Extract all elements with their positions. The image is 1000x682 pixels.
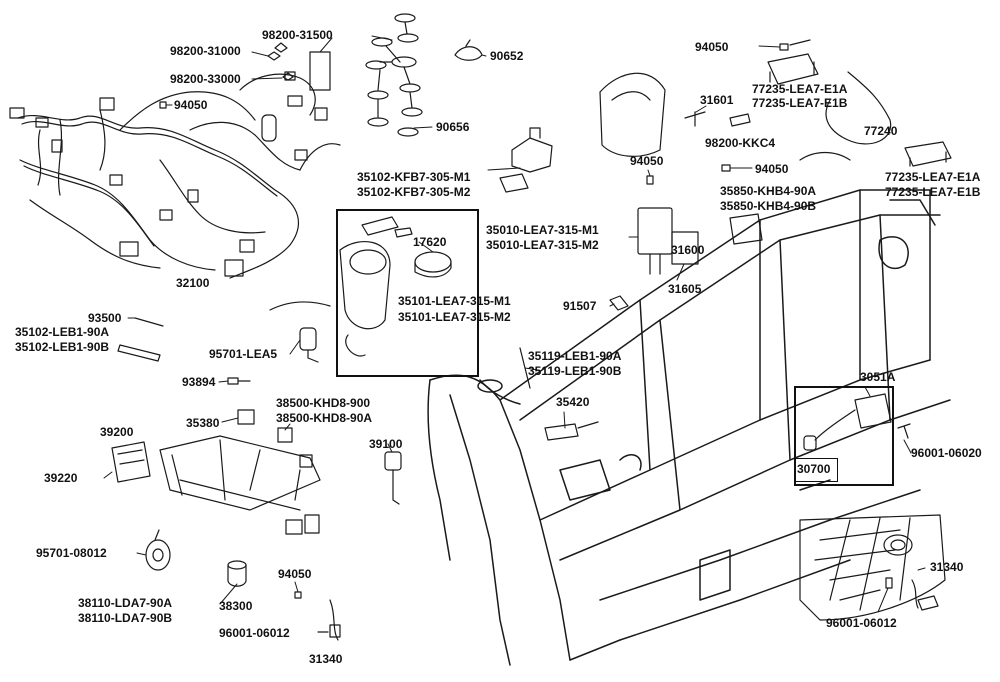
switch-35102-leb1 [117, 344, 161, 362]
label-91507: 91507 [563, 299, 597, 313]
label-35420: 35420 [556, 395, 590, 409]
label-94050-right: 94050 [755, 162, 789, 176]
label-31340-lower: 31340 [309, 652, 343, 666]
bolt-94050-mid [646, 175, 654, 185]
label-35850-khb4-90b: 35850-KHB4-90B [720, 199, 817, 213]
cap-30700-box [794, 458, 838, 482]
label-95701-08012: 95701-08012 [36, 546, 107, 560]
label-38500-khd8-900: 38500-KHD8-900 [276, 396, 371, 410]
label-38500-khd8-90a: 38500-KHD8-90A [276, 411, 373, 425]
sensor-95701-lea5 [269, 301, 331, 363]
fuse-31601 [684, 111, 706, 127]
label-90656: 90656 [436, 120, 470, 134]
bolt-94050-top [779, 43, 789, 51]
label-90652: 90652 [490, 49, 524, 63]
bracket-assembly [159, 409, 321, 535]
bracket-77235-top [767, 39, 819, 85]
label-39200: 39200 [100, 425, 134, 439]
label-31340-inset: 31340 [930, 560, 964, 574]
label-35102-kfb7-305-m1: 35102-KFB7-305-M1 [357, 170, 471, 184]
wire-harness-32100 [9, 51, 341, 279]
clamp-90652 [454, 46, 483, 61]
label-98200-33000: 98200-33000 [170, 72, 241, 86]
label-35101-lea7-315-m1: 35101-LEA7-315-M1 [398, 294, 511, 308]
module-39200 [111, 441, 151, 483]
clip-98200-31500 [274, 42, 288, 53]
label-35102-kfb7-305-m2: 35102-KFB7-305-M2 [357, 185, 471, 199]
bolt-93894 [227, 377, 251, 385]
bolt-94050-right [721, 164, 731, 172]
ignition-switch-set [339, 216, 452, 357]
label-98200-31500: 98200-31500 [262, 28, 333, 42]
label-35850-khb4-90a: 35850-KHB4-90A [720, 184, 817, 198]
label-96001-06012-lower: 96001-06012 [219, 626, 290, 640]
pin-93500 [134, 317, 164, 327]
coil-set-box [794, 386, 894, 486]
relay-35850 [729, 213, 763, 245]
battery-cover [599, 72, 666, 157]
inset-crankcase [799, 514, 946, 621]
scooter-frame [427, 189, 951, 666]
label-35101-lea7-315-m2: 35101-LEA7-315-M2 [398, 310, 511, 324]
part-38300 [227, 560, 247, 587]
label-35119-leb1-90b: 35119-LEB1-90B [528, 364, 622, 378]
label-35102-leb1-90a: 35102-LEB1-90A [15, 325, 110, 339]
label-3051a: 3051A [860, 370, 896, 384]
bracket-77235-right [904, 141, 952, 167]
cable-ties-90656 [365, 13, 423, 137]
label-39100: 39100 [369, 437, 403, 451]
label-98200-31000: 98200-31000 [170, 44, 241, 58]
label-38110-lda7-90b: 38110-LDA7-90B [78, 611, 173, 625]
label-77235-lea7-e1b-right: 77235-LEA7-E1B [885, 185, 981, 199]
label-77235-lea7-e1a-top: 77235-LEA7-E1A [752, 82, 848, 96]
label-38110-lda7-90a: 38110-LDA7-90A [78, 596, 173, 610]
label-35102-leb1-90b: 35102-LEB1-90B [15, 340, 110, 354]
bolt-96001-06020 [897, 423, 911, 439]
sensor-31340-lower [329, 599, 341, 641]
label-94050-top: 94050 [695, 40, 729, 54]
clip-98200-kkc4 [729, 113, 751, 127]
label-31605: 31605 [668, 282, 702, 296]
label-17620: 17620 [413, 235, 447, 249]
clip-91507 [609, 295, 629, 311]
label-35380: 35380 [186, 416, 220, 430]
label-94050-left: 94050 [174, 98, 208, 112]
horn-38110 [145, 529, 171, 571]
label-31600: 31600 [671, 243, 705, 257]
label-95701-lea5: 95701-LEA5 [209, 347, 278, 361]
label-35010-lea7-315-m1: 35010-LEA7-315-M1 [486, 223, 599, 237]
label-38300: 38300 [219, 599, 253, 613]
bolt-94050-left [159, 101, 167, 109]
label-94050-mid: 94050 [630, 154, 664, 168]
connector-35420 [544, 421, 599, 441]
label-77240: 77240 [864, 124, 898, 138]
bolt-94050-lower [294, 591, 302, 599]
clip-98200-33000 [282, 72, 294, 81]
label-77235-lea7-e1a-right: 77235-LEA7-E1A [885, 170, 981, 184]
label-77235-lea7-e1b-top: 77235-LEA7-E1B [752, 96, 848, 110]
part-39100 [384, 451, 402, 505]
label-94050-lower: 94050 [278, 567, 312, 581]
label-35119-leb1-90a: 35119-LEB1-90A [528, 349, 622, 363]
label-39220: 39220 [44, 471, 78, 485]
label-30700: 30700 [797, 462, 831, 476]
label-32100: 32100 [176, 276, 210, 290]
label-96001-06020: 96001-06020 [911, 446, 982, 460]
switch-35102-kfb7 [499, 127, 553, 193]
pad-31605 [671, 231, 699, 265]
label-31601: 31601 [700, 93, 734, 107]
label-98200-kkc4: 98200-KKC4 [705, 136, 776, 150]
label-93894: 93894 [182, 375, 216, 389]
ignition-coil-3051A [803, 393, 892, 451]
label-93500: 93500 [88, 311, 122, 325]
label-96001-06012-inset: 96001-06012 [826, 616, 897, 630]
ignition-set-box [336, 209, 479, 377]
cable-77240 [825, 71, 892, 145]
clip-98200-31000 [267, 51, 281, 61]
label-35010-lea7-315-m2: 35010-LEA7-315-M2 [486, 238, 599, 252]
regulator-31600 [637, 207, 673, 255]
